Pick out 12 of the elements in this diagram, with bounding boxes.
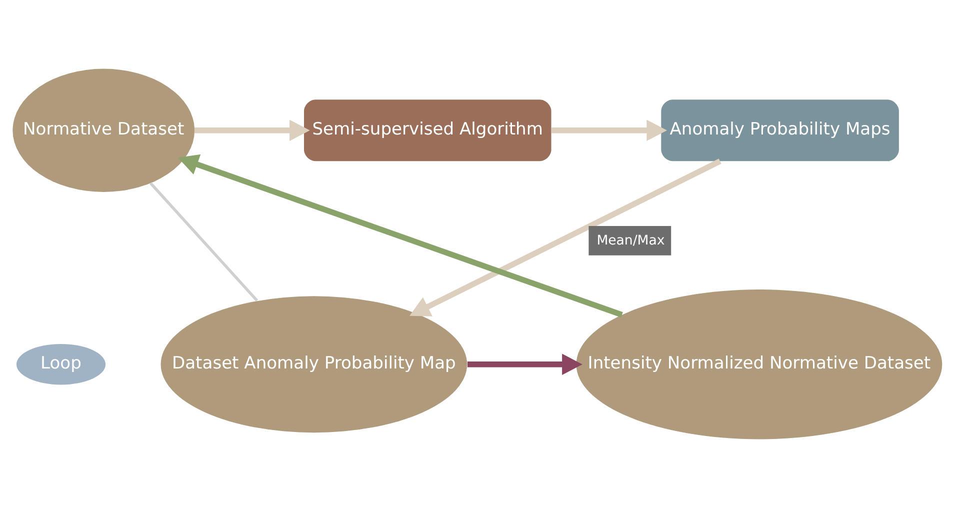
node-box: Anomaly Probability Maps	[661, 100, 899, 162]
arrow	[467, 354, 582, 376]
node-box: Semi-supervised Algorithm	[304, 100, 552, 162]
node-ellipse: Normative Dataset	[12, 68, 195, 192]
arrow	[552, 120, 667, 142]
edge-label: Mean/Max	[596, 234, 665, 249]
arrow	[194, 120, 310, 142]
arrow	[410, 158, 722, 316]
connector	[150, 182, 258, 302]
node-ellipse: Intensity Normalized Normative Dataset	[576, 290, 942, 440]
node-ellipse: Loop	[16, 344, 106, 385]
arrow	[178, 154, 623, 318]
